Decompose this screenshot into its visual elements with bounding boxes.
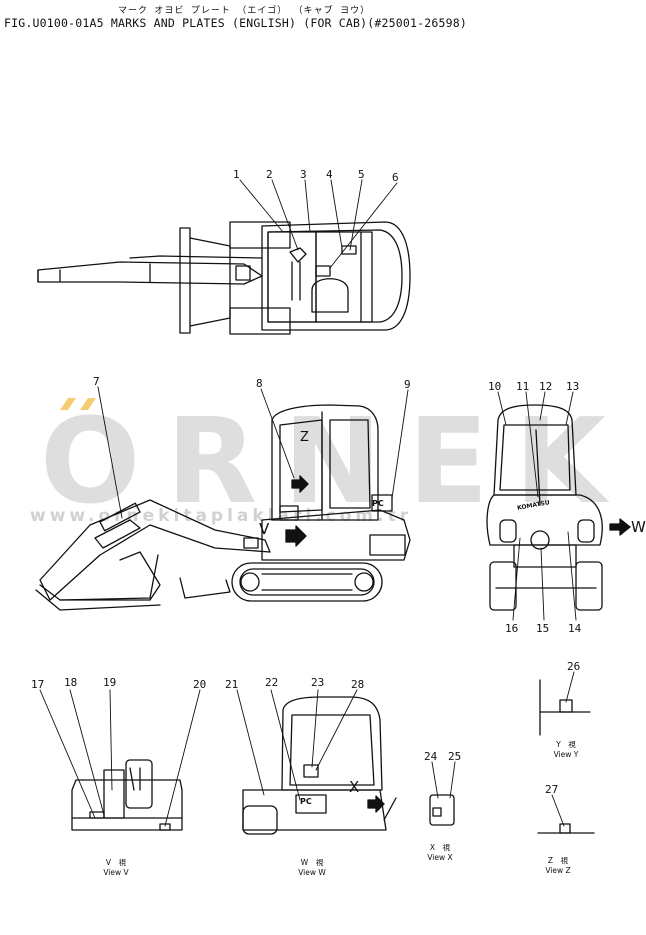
view-x-drawing xyxy=(429,761,456,826)
callout-4: 4 xyxy=(326,168,333,181)
callout-5: 5 xyxy=(358,168,365,181)
callout-16: 16 xyxy=(505,622,519,635)
leaders-view-v xyxy=(39,689,201,827)
caption-view-w-en: View W xyxy=(298,868,326,877)
callout-20: 20 xyxy=(193,678,207,691)
callout-25: 25 xyxy=(448,750,462,763)
callout-21: 21 xyxy=(225,678,239,691)
caption-view-x-en: View X xyxy=(427,853,453,862)
view-w-drawing xyxy=(242,696,397,835)
callout-27: 27 xyxy=(545,783,559,796)
callout-8: 8 xyxy=(256,377,263,390)
caption-view-y-en: View Y xyxy=(553,750,579,759)
caption-view-z-en: View Z xyxy=(545,866,571,875)
callout-7: 7 xyxy=(93,375,100,388)
callout-26: 26 xyxy=(567,660,581,673)
callout-22: 22 xyxy=(265,676,279,689)
leaders-top-view xyxy=(239,179,398,269)
callout-13: 13 xyxy=(566,380,580,393)
callout-9: 9 xyxy=(404,378,411,391)
callout-1: 1 xyxy=(233,168,240,181)
callout-28: 28 xyxy=(351,678,365,691)
caption-view-x: X 視 View X xyxy=(420,843,460,863)
caption-view-x-jp: X 視 xyxy=(429,843,451,852)
decal-pc-rear: PC xyxy=(300,797,312,806)
callout-11: 11 xyxy=(516,380,530,393)
caption-view-w-jp: W 視 xyxy=(300,858,324,867)
caption-view-v-en: View V xyxy=(103,868,129,877)
view-marker-z: Z xyxy=(300,430,309,445)
decal-pc-side: PC xyxy=(372,499,384,508)
callout-18: 18 xyxy=(64,676,78,689)
leaders-view-w xyxy=(236,689,358,801)
callout-3: 3 xyxy=(300,168,307,181)
callout-15: 15 xyxy=(536,622,550,635)
callout-2: 2 xyxy=(266,168,273,181)
figure-title: FIG.U0100-01A5 MARKS AND PLATES (ENGLISH… xyxy=(4,16,468,30)
caption-view-v: V 視 View V xyxy=(96,858,136,878)
caption-view-y: Y 視 View Y xyxy=(546,740,586,760)
view-y-drawing xyxy=(539,671,591,736)
top-view-machine xyxy=(37,221,411,335)
callout-17: 17 xyxy=(31,678,45,691)
view-z-drawing xyxy=(537,794,595,834)
callout-12: 12 xyxy=(539,380,553,393)
callout-24: 24 xyxy=(424,750,438,763)
caption-view-v-jp: V 視 xyxy=(105,858,127,867)
figure-title-japanese: マーク オヨビ プレート （エイゴ） （キャブ ヨウ） xyxy=(118,6,371,16)
callout-14: 14 xyxy=(568,622,582,635)
callout-6: 6 xyxy=(392,171,399,184)
caption-view-z-jp: Z 視 xyxy=(547,856,569,865)
caption-view-y-jp: Y 視 xyxy=(556,740,576,749)
caption-view-w: W 視 View W xyxy=(292,858,332,878)
view-v-drawing xyxy=(71,759,183,831)
leaders-rear-view xyxy=(497,391,577,621)
view-marker-x: X xyxy=(349,778,360,796)
leaders-side-view xyxy=(97,386,409,519)
view-marker-v: V xyxy=(259,520,270,538)
callout-23: 23 xyxy=(311,676,325,689)
view-marker-w: W xyxy=(631,518,646,536)
caption-view-z: Z 視 View Z xyxy=(538,856,578,876)
side-view-machine xyxy=(35,404,411,611)
rear-view-machine xyxy=(486,404,631,611)
callout-19: 19 xyxy=(103,676,117,689)
callout-10: 10 xyxy=(488,380,502,393)
